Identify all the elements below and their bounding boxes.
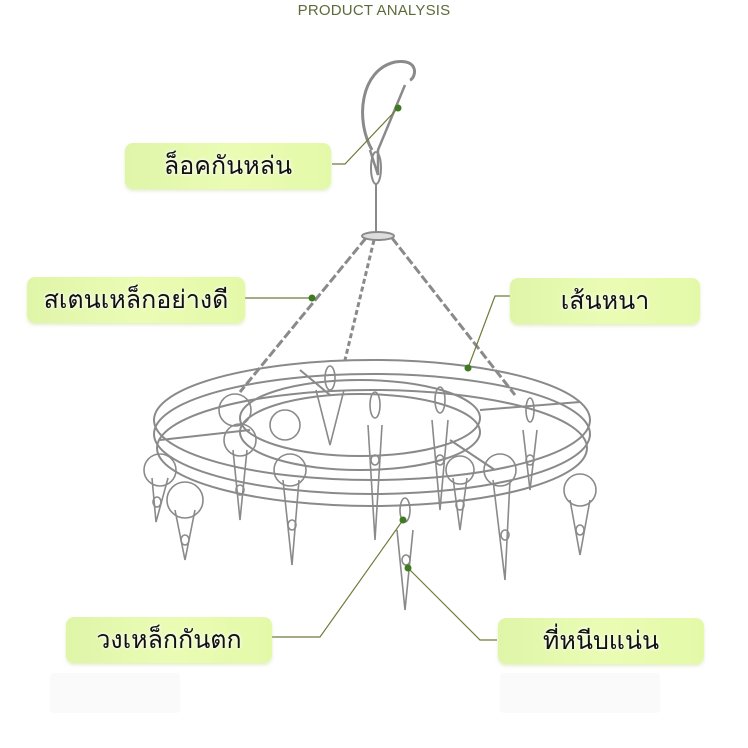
inner-ring [239, 379, 481, 457]
reflection-left [50, 673, 180, 713]
chain-right [390, 237, 517, 396]
label-text: ที่หนีบแน่น [542, 626, 660, 655]
label-anti-fall-ring: วงเหล็กกันตก [66, 617, 272, 663]
label-text: วงเหล็กกันตก [96, 625, 242, 654]
label-tight-clip: ที่หนีบแน่น [498, 618, 704, 664]
leader-lines [245, 107, 510, 641]
label-anti-slip-lock: ล็อคกันหล่น [125, 143, 331, 189]
chain-left [238, 237, 368, 393]
label-text: ล็อคกันหล่น [163, 151, 293, 180]
section-title: PRODUCT ANALYSIS [297, 2, 451, 19]
label-text: สเตนเหล็กอย่างดี [43, 285, 229, 314]
reflection-right [500, 673, 660, 713]
hook-icon [361, 60, 416, 151]
leader-dots [308, 104, 472, 572]
clothes-pegs [143, 365, 597, 611]
chain-center [343, 239, 376, 361]
label-thick-wire: เส้นหนา [510, 278, 700, 324]
label-quality-steel: สเตนเหล็กอย่างดี [27, 277, 245, 323]
label-text: เส้นหนา [560, 286, 650, 315]
